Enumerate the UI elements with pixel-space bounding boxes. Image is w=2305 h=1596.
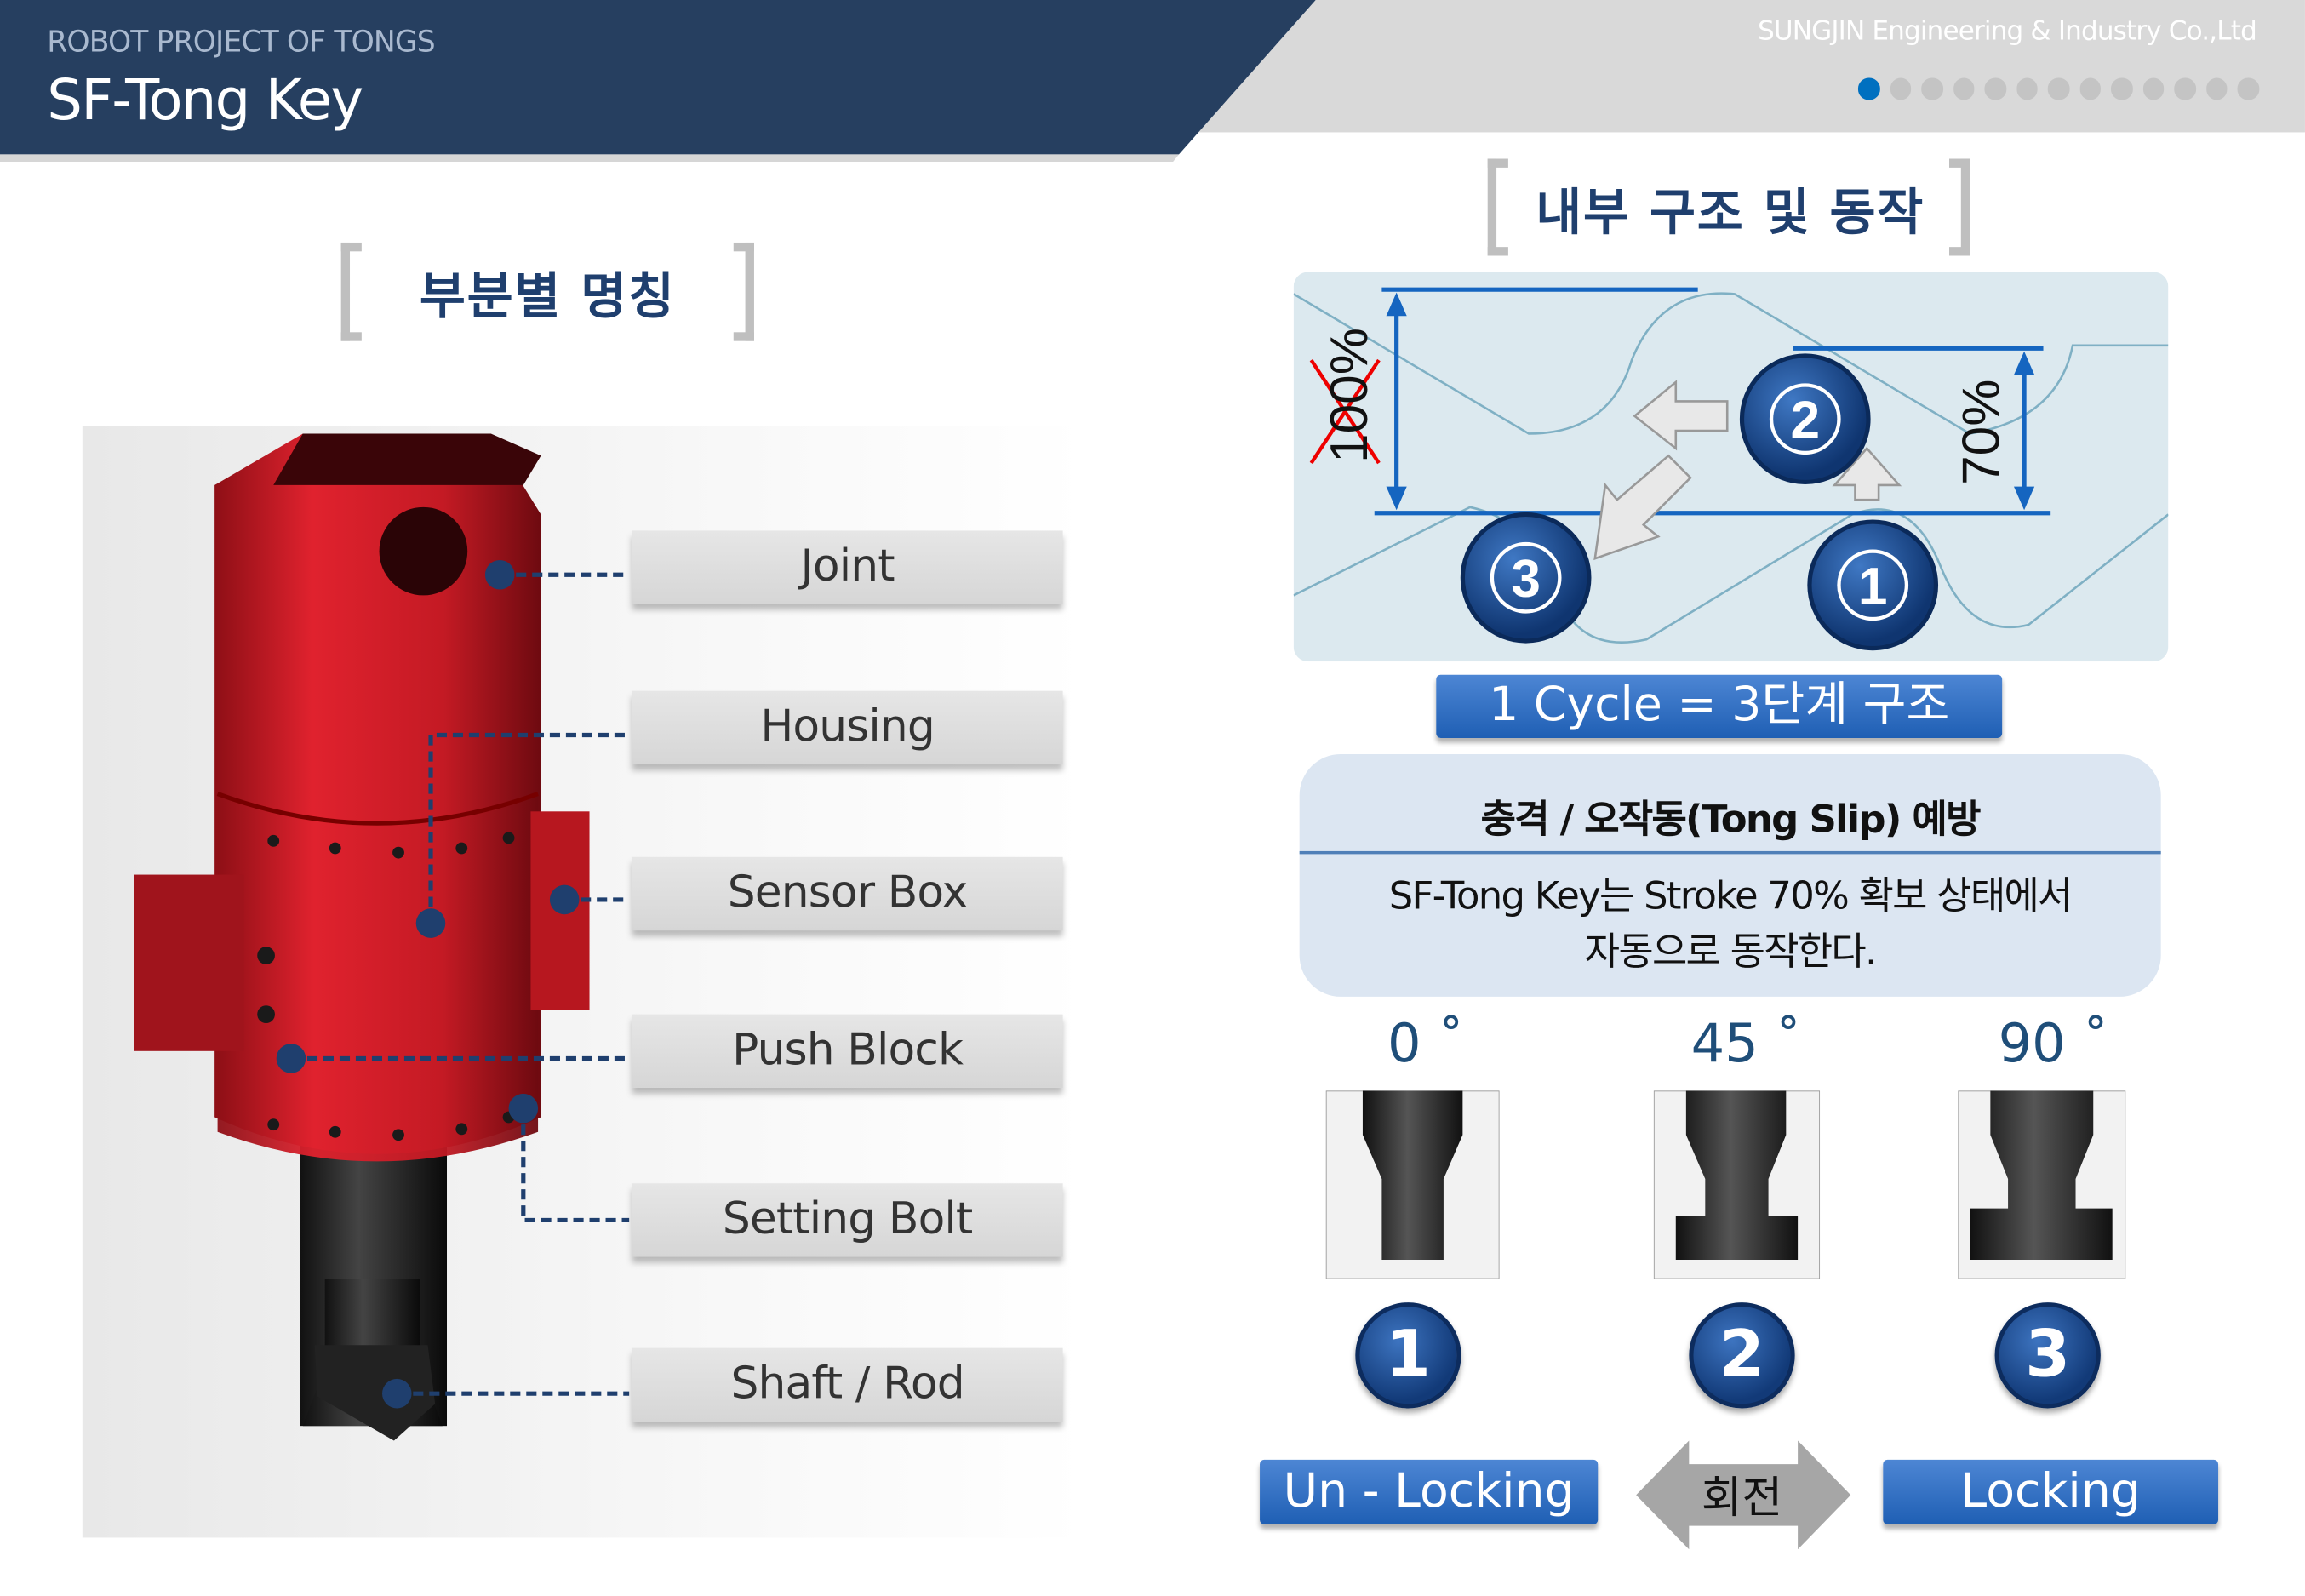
page-dot[interactable] xyxy=(2205,77,2228,100)
bracket-left xyxy=(340,242,362,341)
step-ball-2: 2 xyxy=(1739,353,1871,485)
step-ball-3: 3 xyxy=(1460,512,1592,644)
info-divider xyxy=(1299,850,2161,855)
info-panel: 충격 / 오작동(Tong Slip) 예방 SF-Tong Key는 Stro… xyxy=(1299,753,2161,997)
header-title-panel xyxy=(0,0,1316,162)
bracket-right xyxy=(1949,158,1970,256)
page-dot[interactable] xyxy=(2174,77,2196,100)
rotate-label: 회전 xyxy=(1701,1473,1783,1524)
svg-text:2: 2 xyxy=(1790,392,1820,450)
page-title: SF-Tong Key xyxy=(47,67,363,133)
unlocking-label: Un - Locking xyxy=(1260,1459,1599,1524)
part-label-housing: Housing xyxy=(632,690,1063,765)
page-dot[interactable] xyxy=(1890,77,1912,100)
page-dot[interactable] xyxy=(1984,77,2006,100)
part-label-sensor-box: Sensor Box xyxy=(632,856,1063,931)
page-indicator xyxy=(1857,77,2259,100)
step-ball-1: 1 xyxy=(1807,519,1939,651)
rotate-arrow-icon xyxy=(1636,1440,1851,1550)
angle-0: 0 ˚ xyxy=(1387,1014,1465,1075)
angle-90: 90 ˚ xyxy=(1998,1014,2109,1075)
svg-text:3: 3 xyxy=(1511,550,1541,609)
svg-text:1: 1 xyxy=(1858,558,1888,616)
info-title: 충격 / 오작동(Tong Slip) 예방 xyxy=(1480,798,1982,843)
project-subtitle: ROBOT PROJECT OF TONGS xyxy=(47,23,435,60)
position-number-3: 3 xyxy=(1994,1302,2101,1409)
cycle-banner: 1 Cycle = 3단계 구조 xyxy=(1436,674,2003,738)
part-label-joint: Joint xyxy=(632,530,1063,604)
bracket-left xyxy=(1487,158,1508,256)
bracket-right xyxy=(733,242,754,341)
company-name: SUNGJIN Engineering & Industry Co.,Ltd xyxy=(1758,15,2257,48)
part-label-setting-bolt: Setting Bolt xyxy=(632,1183,1063,1257)
page-dot[interactable] xyxy=(2110,77,2133,100)
page-dot[interactable] xyxy=(2079,77,2101,100)
page-dot[interactable] xyxy=(1921,77,1943,100)
page-dot[interactable] xyxy=(2016,77,2038,100)
page-dot[interactable] xyxy=(2237,77,2259,100)
key-position-90-image xyxy=(1958,1090,2126,1279)
label-70-percent: 70% xyxy=(1953,380,2011,485)
info-line-1: SF-Tong Key는 Stroke 70% 확보 상태에서 xyxy=(1388,874,2073,919)
page-dot[interactable] xyxy=(2047,77,2069,100)
stroke-diagram: 100% 70% 2 3 1 xyxy=(1293,272,2169,662)
key-position-45-image xyxy=(1653,1090,1821,1279)
page-dot[interactable] xyxy=(1953,77,1975,100)
angle-45: 45 ˚ xyxy=(1690,1014,1802,1075)
part-label-push-block: Push Block xyxy=(632,1014,1063,1088)
info-line-2: 자동으로 동작한다. xyxy=(1584,930,1877,975)
label-100-percent: 100% xyxy=(1320,328,1379,463)
parts-heading: 부분별 명칭 xyxy=(419,267,676,327)
position-number-2: 2 xyxy=(1689,1302,1795,1409)
part-label-shaft-rod: Shaft / Rod xyxy=(632,1347,1063,1422)
position-number-1: 1 xyxy=(1355,1302,1461,1409)
structure-heading: 내부 구조 및 동작 xyxy=(1536,183,1925,243)
page-dot[interactable] xyxy=(2142,77,2165,100)
page-dot[interactable] xyxy=(1857,77,1879,100)
key-position-0-image xyxy=(1325,1090,1500,1279)
locking-label: Locking xyxy=(1883,1459,2219,1524)
